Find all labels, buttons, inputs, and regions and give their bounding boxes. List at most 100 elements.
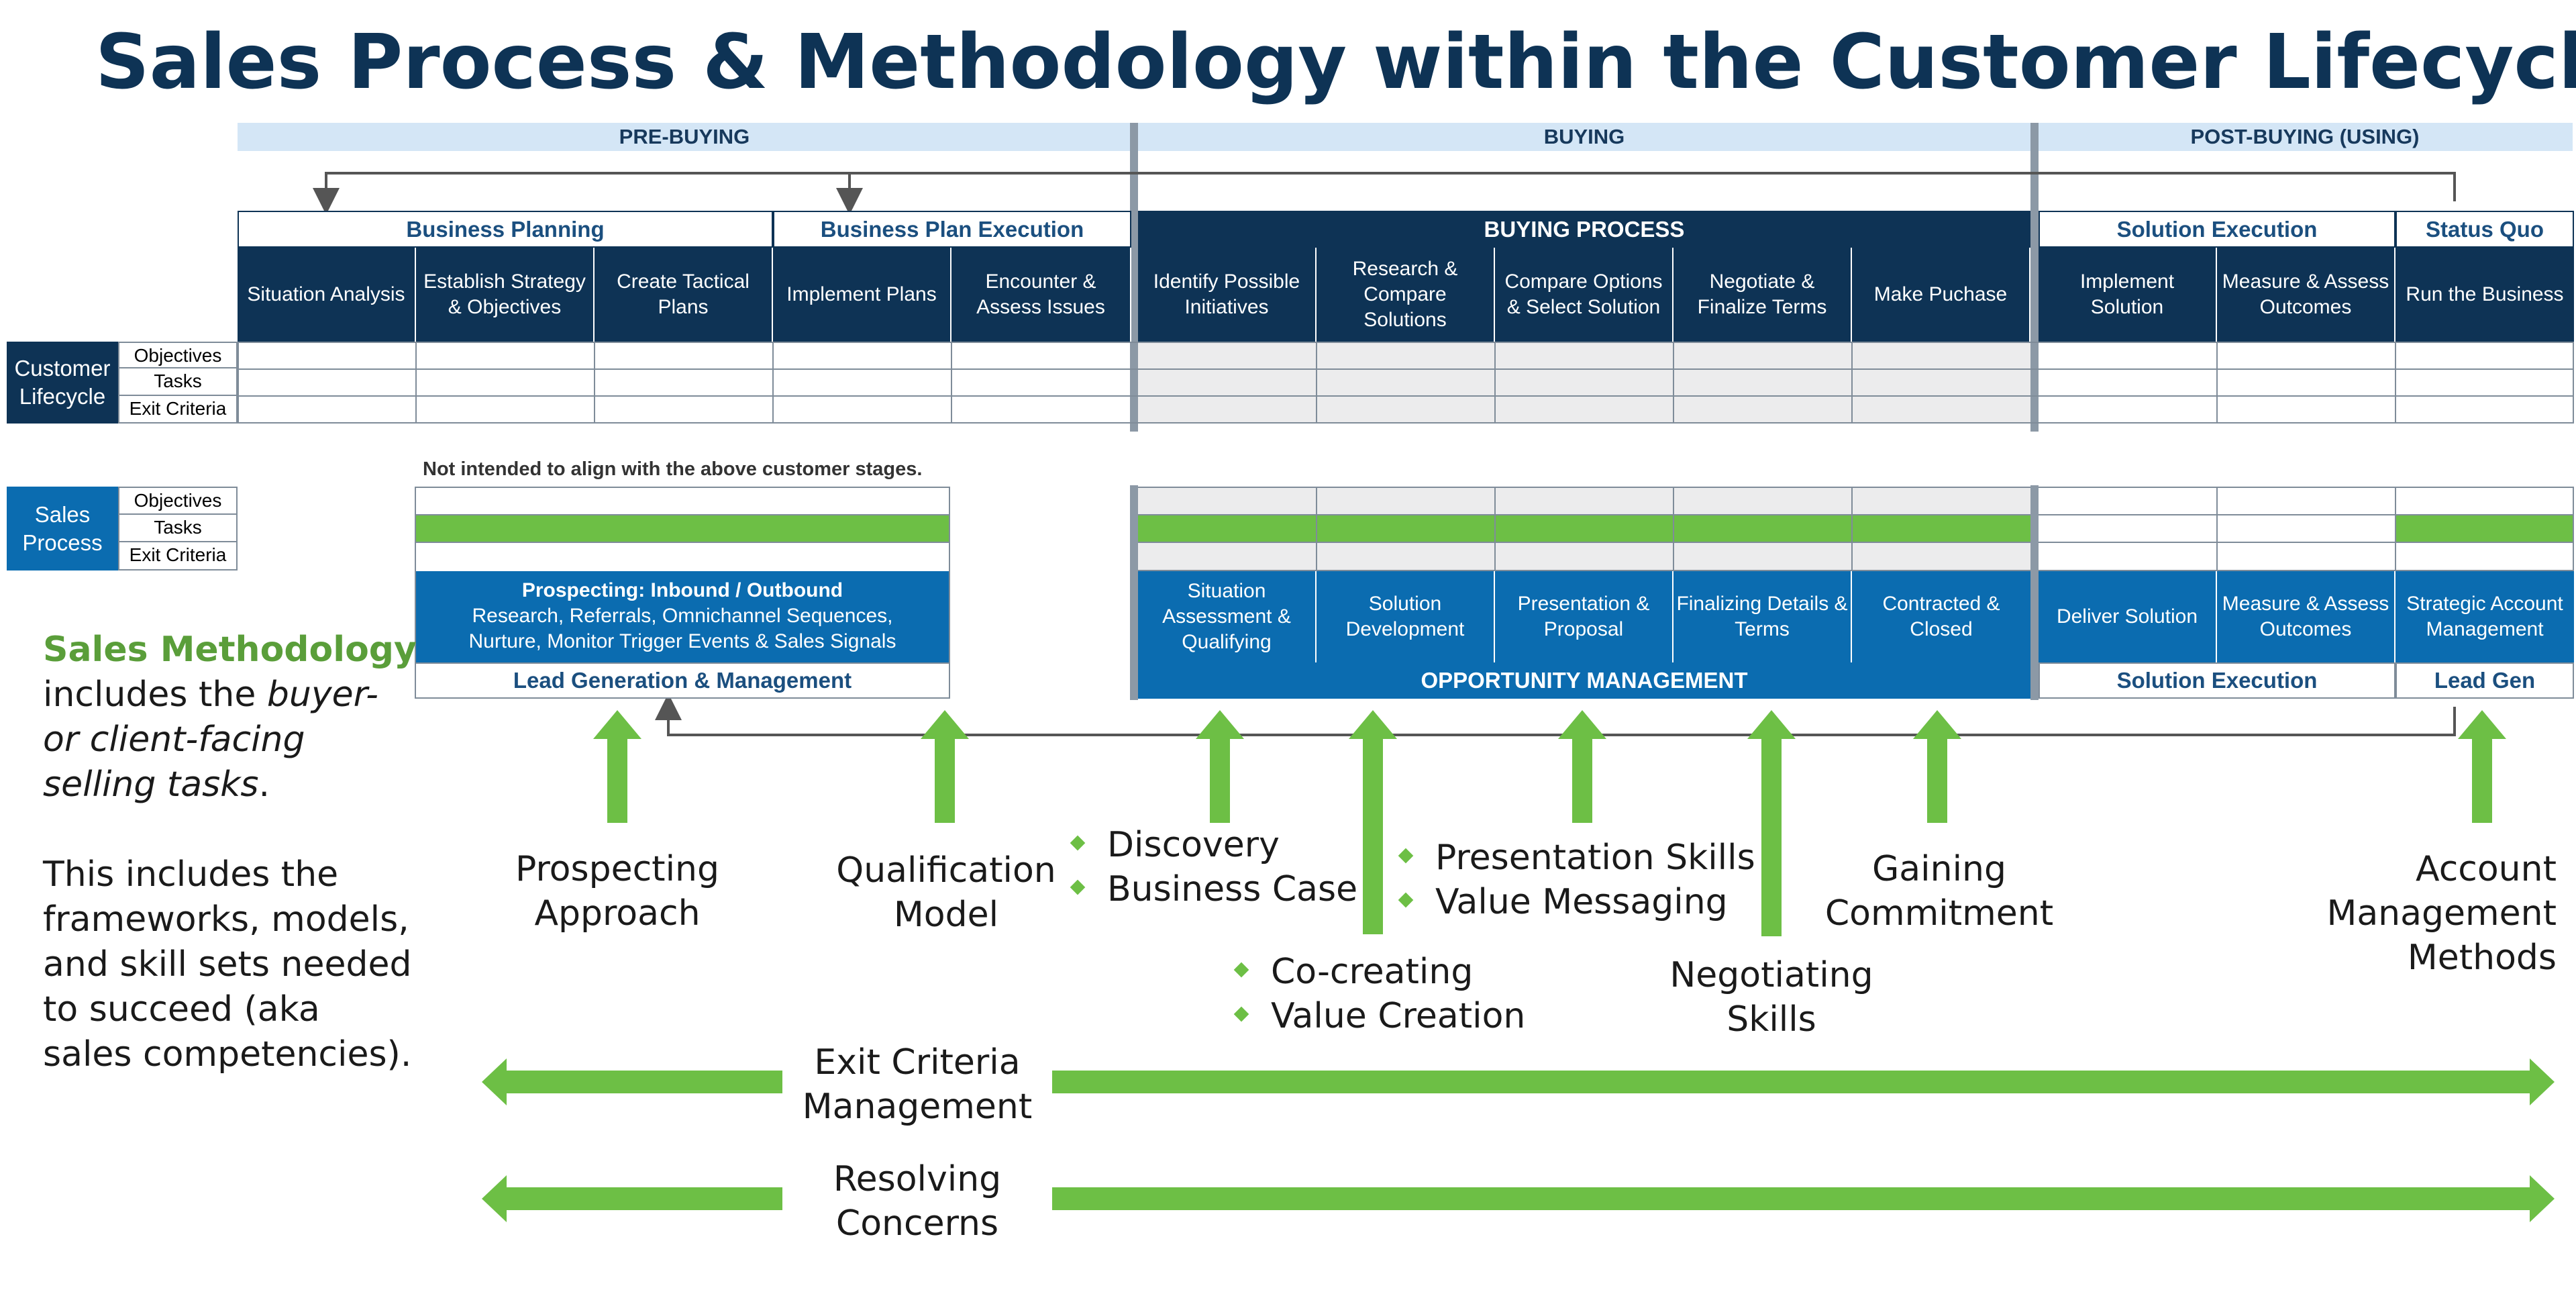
tasks-bar-buying xyxy=(1138,515,2030,542)
discovery-bullets: Discovery Business Case xyxy=(1070,823,1358,911)
stage-create-tactical-plans: Create Tactical Plans xyxy=(595,248,773,342)
stage-encounter-issues: Encounter & Assess Issues xyxy=(951,248,1131,342)
group-business-planning: Business Planning xyxy=(238,211,773,248)
arrow-negotiating xyxy=(1747,710,1796,936)
arrow-gaining xyxy=(1913,710,1961,823)
stage-compare-options: Compare Options & Select Solution xyxy=(1495,248,1673,342)
bullet-cocreating: Co-creating xyxy=(1271,952,1474,992)
bullet-discovery: Discovery xyxy=(1107,825,1280,865)
phase-buying: BUYING xyxy=(1138,123,2030,151)
label-prospecting-approach: Prospecting Approach xyxy=(515,849,719,934)
row-label-tasks: Tasks xyxy=(118,368,238,396)
stage-implement-solution: Implement Solution xyxy=(2039,248,2217,342)
prospecting-line-2: Nurture, Monitor Trigger Events & Sales … xyxy=(468,630,896,652)
presentation-bullets: Presentation Skills Value Messaging xyxy=(1398,836,1755,924)
group-solution-execution: Solution Execution xyxy=(2039,211,2395,248)
customer-lifecycle-label: Customer Lifecycle xyxy=(7,342,118,424)
methodology-paragraph-2: This includes the frameworks, models, an… xyxy=(43,854,412,1075)
page-title: Sales Process & Methodology within the C… xyxy=(95,19,2576,106)
arrow-resolving-left xyxy=(482,1175,782,1222)
stage-make-purchase: Make Puchase xyxy=(1852,248,2030,342)
buying-right-divider xyxy=(2030,123,2039,432)
label-gaining-commitment: Gaining Commitment xyxy=(1824,849,2054,934)
sales-stage-strategic-account: Strategic Account Management xyxy=(2395,571,2574,662)
bullet-diamond-icon xyxy=(1398,848,1414,864)
arrow-discovery xyxy=(1196,710,1244,823)
arrow-cocreating xyxy=(1349,710,1397,934)
methodology-description: Sales Methodology includes the buyer- or… xyxy=(43,628,419,1077)
stage-establish-strategy: Establish Strategy & Objectives xyxy=(416,248,595,342)
sales-left-divider xyxy=(1130,485,1138,700)
stage-implement-plans: Implement Plans xyxy=(773,248,951,342)
sales-row-label-exit-criteria: Exit Criteria xyxy=(118,542,238,570)
methodology-text-2: . xyxy=(258,764,270,805)
loop-arrow-bottom xyxy=(655,693,2456,736)
stage-measure-outcomes: Measure & Assess Outcomes xyxy=(2217,248,2395,342)
sales-right-divider xyxy=(2030,485,2039,700)
buying-left-divider xyxy=(1130,123,1138,432)
footer-solution-execution: Solution Execution xyxy=(2039,662,2395,699)
sales-stage-situation-assessment: Situation Assessment & Qualifying xyxy=(1138,571,1317,662)
footer-opportunity-management: OPPORTUNITY MANAGEMENT xyxy=(1138,662,2030,699)
group-status-quo: Status Quo xyxy=(2395,211,2574,248)
sales-process-label: Sales Process xyxy=(7,487,118,570)
alignment-note: Not intended to align with the above cus… xyxy=(423,458,923,480)
bullet-presentation-skills: Presentation Skills xyxy=(1435,838,1755,878)
methodology-italic: buyer- or client-facing selling tasks xyxy=(43,675,378,805)
sales-row-label-objectives: Objectives xyxy=(118,487,238,515)
sales-stage-finalizing-details: Finalizing Details & Terms xyxy=(1673,571,1852,662)
prospecting-title: Prospecting: Inbound / Outbound xyxy=(521,579,843,601)
arrow-qualification xyxy=(921,710,969,823)
arrow-exit-right xyxy=(1052,1058,2555,1105)
group-business-plan-execution: Business Plan Execution xyxy=(773,211,1131,248)
sales-stage-presentation-proposal: Presentation & Proposal xyxy=(1495,571,1673,662)
loop-arrow-top xyxy=(313,172,2456,215)
bullet-value-messaging: Value Messaging xyxy=(1435,882,1728,922)
bullet-diamond-icon xyxy=(1233,1006,1249,1022)
label-qualification-model: Qualification Model xyxy=(836,850,1056,935)
sales-stage-contracted-closed: Contracted & Closed xyxy=(1852,571,2030,662)
label-negotiating-skills: Negotiating Skills xyxy=(1669,955,1873,1040)
stage-run-business: Run the Business xyxy=(2395,248,2574,342)
methodology-text-1: includes the xyxy=(43,675,267,715)
footer-lead-gen: Lead Gen xyxy=(2395,662,2574,699)
group-buying-process: BUYING PROCESS xyxy=(1138,211,2030,248)
arrow-prospecting xyxy=(593,710,641,823)
bullet-diamond-icon xyxy=(1070,879,1086,895)
footer-lead-generation: Lead Generation & Management xyxy=(415,662,950,699)
sales-row-label-tasks: Tasks xyxy=(118,515,238,542)
methodology-paragraph-1: Sales Methodology includes the buyer- or… xyxy=(43,628,419,807)
label-exit-criteria-management: Exit Criteria Management xyxy=(802,1042,1033,1127)
phase-pre-buying: PRE-BUYING xyxy=(238,123,1131,151)
arrow-account xyxy=(2458,710,2506,823)
bullet-value-creation: Value Creation xyxy=(1271,996,1526,1036)
cocreating-bullets: Co-creating Value Creation xyxy=(1233,950,1526,1038)
customer-lifecycle-grid xyxy=(238,342,2574,424)
row-label-objectives: Objectives xyxy=(118,342,238,368)
label-account-management: Account Management Methods xyxy=(2326,849,2557,978)
prospecting-line-1: Research, Referrals, Omnichannel Sequenc… xyxy=(472,605,893,627)
tasks-bar-status-quo xyxy=(2395,515,2574,542)
stage-research-compare: Research & Compare Solutions xyxy=(1317,248,1495,342)
sales-stage-solution-development: Solution Development xyxy=(1317,571,1495,662)
sales-stage-deliver-solution: Deliver Solution xyxy=(2039,571,2217,662)
stage-situation-analysis: Situation Analysis xyxy=(238,248,416,342)
methodology-heading: Sales Methodology xyxy=(43,630,417,670)
phase-post-buying: POST-BUYING (USING) xyxy=(2037,123,2573,151)
sales-stage-measure-outcomes: Measure & Assess Outcomes xyxy=(2217,571,2395,662)
bullet-diamond-icon xyxy=(1398,892,1414,908)
stage-identify-initiatives: Identify Possible Initiatives xyxy=(1138,248,1317,342)
label-resolving-concerns: Resolving Concerns xyxy=(833,1159,1002,1244)
bullet-diamond-icon xyxy=(1233,962,1249,978)
bullet-business-case: Business Case xyxy=(1107,869,1358,909)
arrow-exit-left xyxy=(482,1058,782,1105)
row-label-exit-criteria: Exit Criteria xyxy=(118,396,238,424)
arrow-resolving-right xyxy=(1052,1175,2555,1222)
tasks-bar-prospecting xyxy=(415,515,950,542)
bullet-diamond-icon xyxy=(1070,835,1086,851)
prospecting-box: Prospecting: Inbound / Outbound Research… xyxy=(416,571,949,662)
